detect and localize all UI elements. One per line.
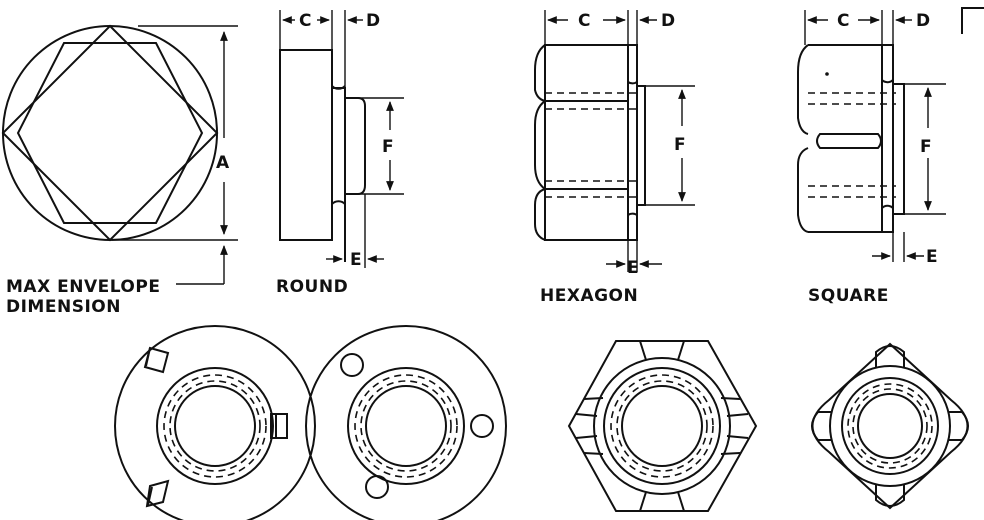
- hexagon-dim-f: F: [674, 135, 686, 155]
- hexagon-dim-e: E: [627, 258, 639, 278]
- envelope-label-line2: DIMENSION: [6, 297, 121, 317]
- tab-right: [270, 413, 288, 439]
- hexagon-top-view: [567, 340, 758, 512]
- hexagon-dim-d: D: [661, 11, 675, 31]
- hexagon-dim-c: C: [578, 11, 590, 31]
- hexagon-label: HEXAGON: [540, 286, 638, 306]
- tab-lower-left: [145, 479, 170, 508]
- square-dim-f: F: [920, 137, 932, 157]
- round-dim-f: F: [382, 137, 394, 157]
- square-top-view: [811, 342, 969, 510]
- round-dim-c: C: [299, 11, 311, 31]
- round-label: ROUND: [276, 277, 348, 297]
- round-top-view-holes: [305, 325, 507, 520]
- round-dim-d: D: [366, 11, 380, 31]
- hole-right: [470, 414, 494, 438]
- square-label: SQUARE: [808, 286, 889, 306]
- envelope-square: [1, 24, 219, 242]
- dim-a-label: A: [216, 153, 230, 173]
- tab-upper-left: [143, 346, 170, 374]
- round-top-view-tabs: [114, 325, 316, 520]
- hole-lower-left: [365, 475, 389, 499]
- round-dim-e: E: [350, 250, 362, 270]
- envelope-label-line1: MAX ENVELOPE: [6, 277, 160, 297]
- hexagon-side-view: C D F E HEXAGON: [534, 10, 695, 306]
- partial-border: [961, 7, 984, 34]
- round-side-view: C D F E ROUND: [276, 10, 404, 297]
- hole-upper-left: [340, 353, 364, 377]
- square-side-view: C D F E SQUARE: [797, 7, 984, 306]
- envelope-hexagon: [16, 42, 204, 224]
- square-dim-d: D: [916, 11, 930, 31]
- square-dim-c: C: [837, 11, 849, 31]
- max-envelope-view: A MAX ENVELOPE DIMENSION: [1, 24, 238, 317]
- square-dim-e: E: [926, 247, 938, 267]
